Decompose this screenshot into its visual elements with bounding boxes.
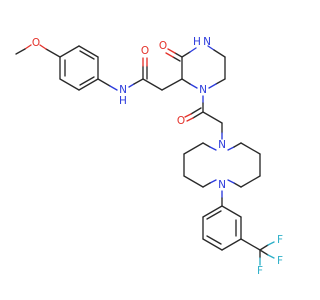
bond-inner [206, 235, 222, 245]
bond-inner [79, 76, 95, 86]
bond [78, 45, 99, 58]
bond [174, 52, 183, 58]
bond [202, 142, 211, 148]
bond-inner [79, 50, 95, 60]
bond [181, 51, 191, 58]
bond [240, 142, 261, 155]
amide-hydrogen-label: H [119, 95, 127, 107]
bond [128, 83, 135, 88]
bond [142, 78, 163, 91]
bond [267, 254, 275, 259]
bond [202, 182, 211, 188]
amide-nitrogen-label: N [119, 84, 127, 96]
fluorine-bottom-label: F [257, 265, 263, 277]
bond [267, 241, 275, 246]
bond [161, 78, 183, 91]
bond-inner [206, 210, 222, 220]
acyl-oxygen-label: O [177, 115, 185, 127]
bond [202, 205, 223, 218]
bond [221, 238, 242, 251]
bond [227, 146, 235, 151]
bond [165, 52, 174, 58]
lactam-nitrogen-label: N [203, 36, 211, 48]
bond [240, 175, 261, 188]
lactam-oxygen-label: O [159, 40, 167, 52]
fluorine-bottom-right-label: F [277, 255, 283, 267]
bond [208, 83, 217, 89]
bond [207, 45, 215, 51]
bond [167, 48, 176, 54]
bond [215, 78, 226, 85]
methoxy-oxygen-label: O [32, 37, 40, 49]
bond [186, 117, 194, 122]
bond [172, 56, 181, 62]
bond [213, 49, 226, 58]
bond [233, 142, 242, 148]
bond [233, 182, 242, 188]
structure-svg: O O N H H N O N O N N F F F [15, 36, 283, 277]
bond [259, 249, 269, 256]
bond [240, 238, 261, 251]
bond [189, 83, 198, 89]
amide-oxygen-label: O [141, 45, 149, 57]
bond [184, 113, 192, 118]
bond [133, 78, 144, 85]
piperazine-top-nitrogen-label: N [218, 139, 226, 151]
bond [221, 205, 242, 218]
fluorine-top-right-label: F [277, 234, 283, 246]
piperazinone-nitrogen-label: N [199, 84, 207, 96]
bond [259, 244, 269, 251]
bond [15, 48, 26, 55]
bond [59, 45, 80, 58]
bond [24, 44, 32, 50]
bond [181, 78, 191, 85]
bond [59, 78, 80, 91]
bond [45, 48, 61, 58]
molecule-diagram: O O N H H N O N O N N F F F [15, 36, 283, 277]
bond [39, 44, 47, 50]
lactam-hydrogen-label: H [193, 36, 201, 48]
bond [202, 238, 223, 251]
bond [190, 107, 202, 115]
bond [183, 175, 204, 188]
bond [209, 179, 217, 184]
methoxyphenyl-ring [59, 45, 99, 91]
bond [209, 146, 217, 151]
trifluoromethylphenyl-ring [202, 205, 242, 251]
bond [227, 179, 235, 184]
bond [78, 78, 99, 91]
bond [192, 111, 204, 119]
bond [109, 85, 118, 91]
piperazine-bottom-nitrogen-label: N [218, 179, 226, 191]
bond [202, 111, 223, 124]
piperazinone-ring [181, 45, 226, 89]
bond [97, 78, 111, 87]
bond [183, 142, 204, 155]
piperazine-ring [183, 142, 261, 188]
bond [189, 47, 197, 53]
